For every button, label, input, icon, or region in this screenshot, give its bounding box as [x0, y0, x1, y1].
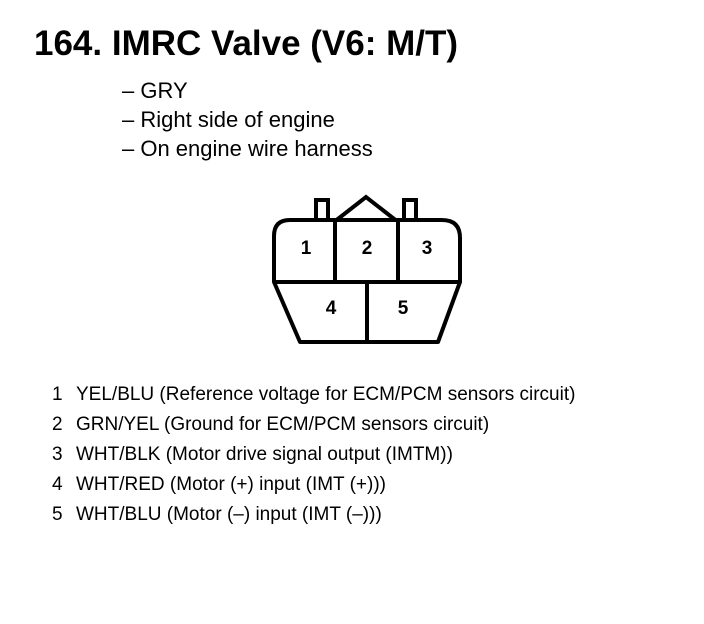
pin-description: WHT/BLK (Motor drive signal output (IMTM… — [76, 444, 453, 465]
pin-number: 5 — [52, 504, 63, 525]
pin-description: GRN/YEL (Ground for ECM/PCM sensors circ… — [76, 414, 490, 435]
connector-key — [332, 194, 400, 224]
pin-number: 4 — [52, 474, 63, 495]
cavity-label-2: 2 — [362, 238, 373, 259]
cavity-label-5: 5 — [398, 298, 409, 319]
cavity-label-1: 1 — [301, 238, 312, 259]
note-harness: – On engine wire harness — [122, 136, 373, 161]
note-color: – GRY — [122, 78, 188, 103]
pin-row: 2 GRN/YEL (Ground for ECM/PCM sensors ci… — [52, 410, 575, 440]
pin-row: 4 WHT/RED (Motor (+) input (IMT (+))) — [52, 470, 575, 500]
pin-number: 3 — [52, 444, 63, 465]
cavity-label-3: 3 — [422, 238, 433, 259]
pin-row: 3 WHT/BLK (Motor drive signal output (IM… — [52, 440, 575, 470]
pin-row: 1 YEL/BLU (Reference voltage for ECM/PCM… — [52, 380, 575, 410]
pin-description: WHT/RED (Motor (+) input (IMT (+))) — [76, 474, 386, 495]
pin-row: 5 WHT/BLU (Motor (–) input (IMT (–))) — [52, 500, 575, 530]
pin-description: YEL/BLU (Reference voltage for ECM/PCM s… — [76, 384, 576, 405]
connector-notes: – GRY – Right side of engine – On engine… — [122, 76, 373, 163]
page-title: 164. IMRC Valve (V6: M/T) — [34, 24, 459, 63]
note-location: – Right side of engine — [122, 107, 335, 132]
cavity-label-4: 4 — [326, 298, 337, 319]
pin-number: 1 — [52, 384, 63, 405]
pin-number: 2 — [52, 414, 63, 435]
pin-description: WHT/BLU (Motor (–) input (IMT (–))) — [76, 504, 382, 525]
pin-list: 1 YEL/BLU (Reference voltage for ECM/PCM… — [52, 380, 575, 530]
